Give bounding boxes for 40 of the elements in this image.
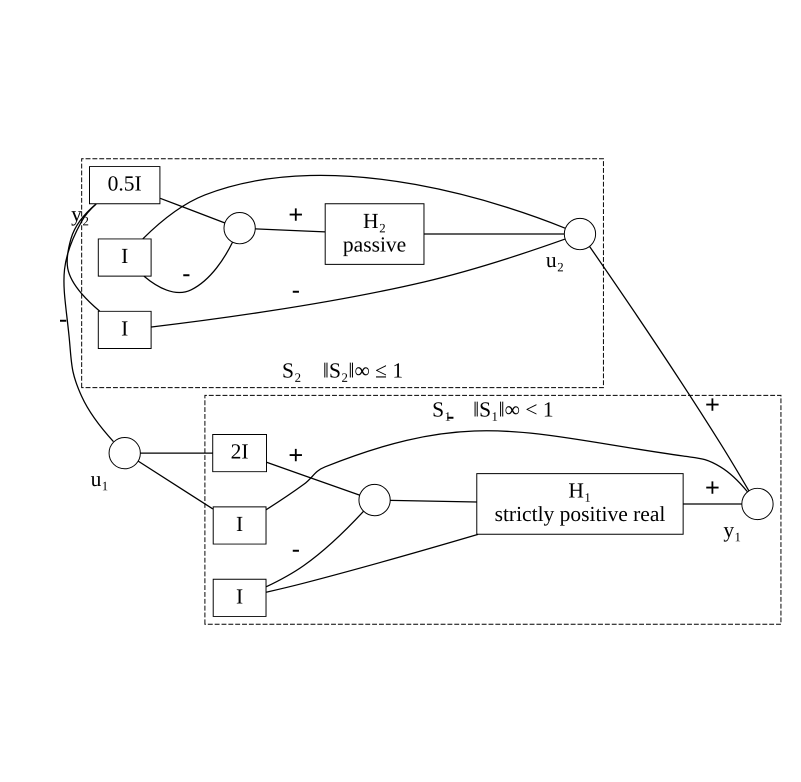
connector: [144, 241, 234, 293]
connector: [589, 246, 750, 491]
connector: [63, 203, 114, 442]
connector: [266, 533, 478, 592]
node-box: I: [212, 578, 267, 616]
edge-label: -: [182, 259, 191, 288]
connector: [266, 461, 360, 496]
connector: [140, 452, 213, 454]
edge-label: +: [288, 200, 304, 229]
connector: [266, 510, 364, 587]
connector: [424, 232, 564, 234]
connector: [683, 502, 742, 504]
connector: [255, 228, 326, 232]
edge-label: +: [288, 441, 304, 470]
node-label: y₁: [723, 517, 742, 542]
edge-label: -: [292, 535, 300, 564]
node-box: 0.5I: [89, 166, 160, 204]
node-circle: [108, 436, 141, 469]
connector: [151, 238, 566, 328]
node-box: H₂ passive: [324, 202, 424, 264]
connector: [66, 202, 100, 312]
node-circle: [358, 483, 391, 516]
node-box: I: [98, 238, 152, 276]
connector: [138, 460, 214, 509]
connector: [160, 197, 225, 223]
connector: [266, 430, 748, 510]
node-label: u₂: [546, 247, 564, 272]
edge-label: -: [292, 276, 300, 304]
connector: [142, 174, 566, 239]
connector: [390, 499, 477, 502]
node-circle: [741, 487, 774, 520]
node-box: I: [212, 506, 267, 544]
node-label: u₁: [90, 466, 109, 490]
node-circle: [223, 212, 256, 244]
edge-label: +: [705, 473, 720, 502]
node-circle: [564, 217, 596, 250]
node-box: H₁ strictly positive real: [476, 472, 684, 534]
node-box: 2I: [212, 434, 267, 472]
node-box: I: [98, 310, 152, 348]
edge-label: -: [58, 304, 68, 333]
